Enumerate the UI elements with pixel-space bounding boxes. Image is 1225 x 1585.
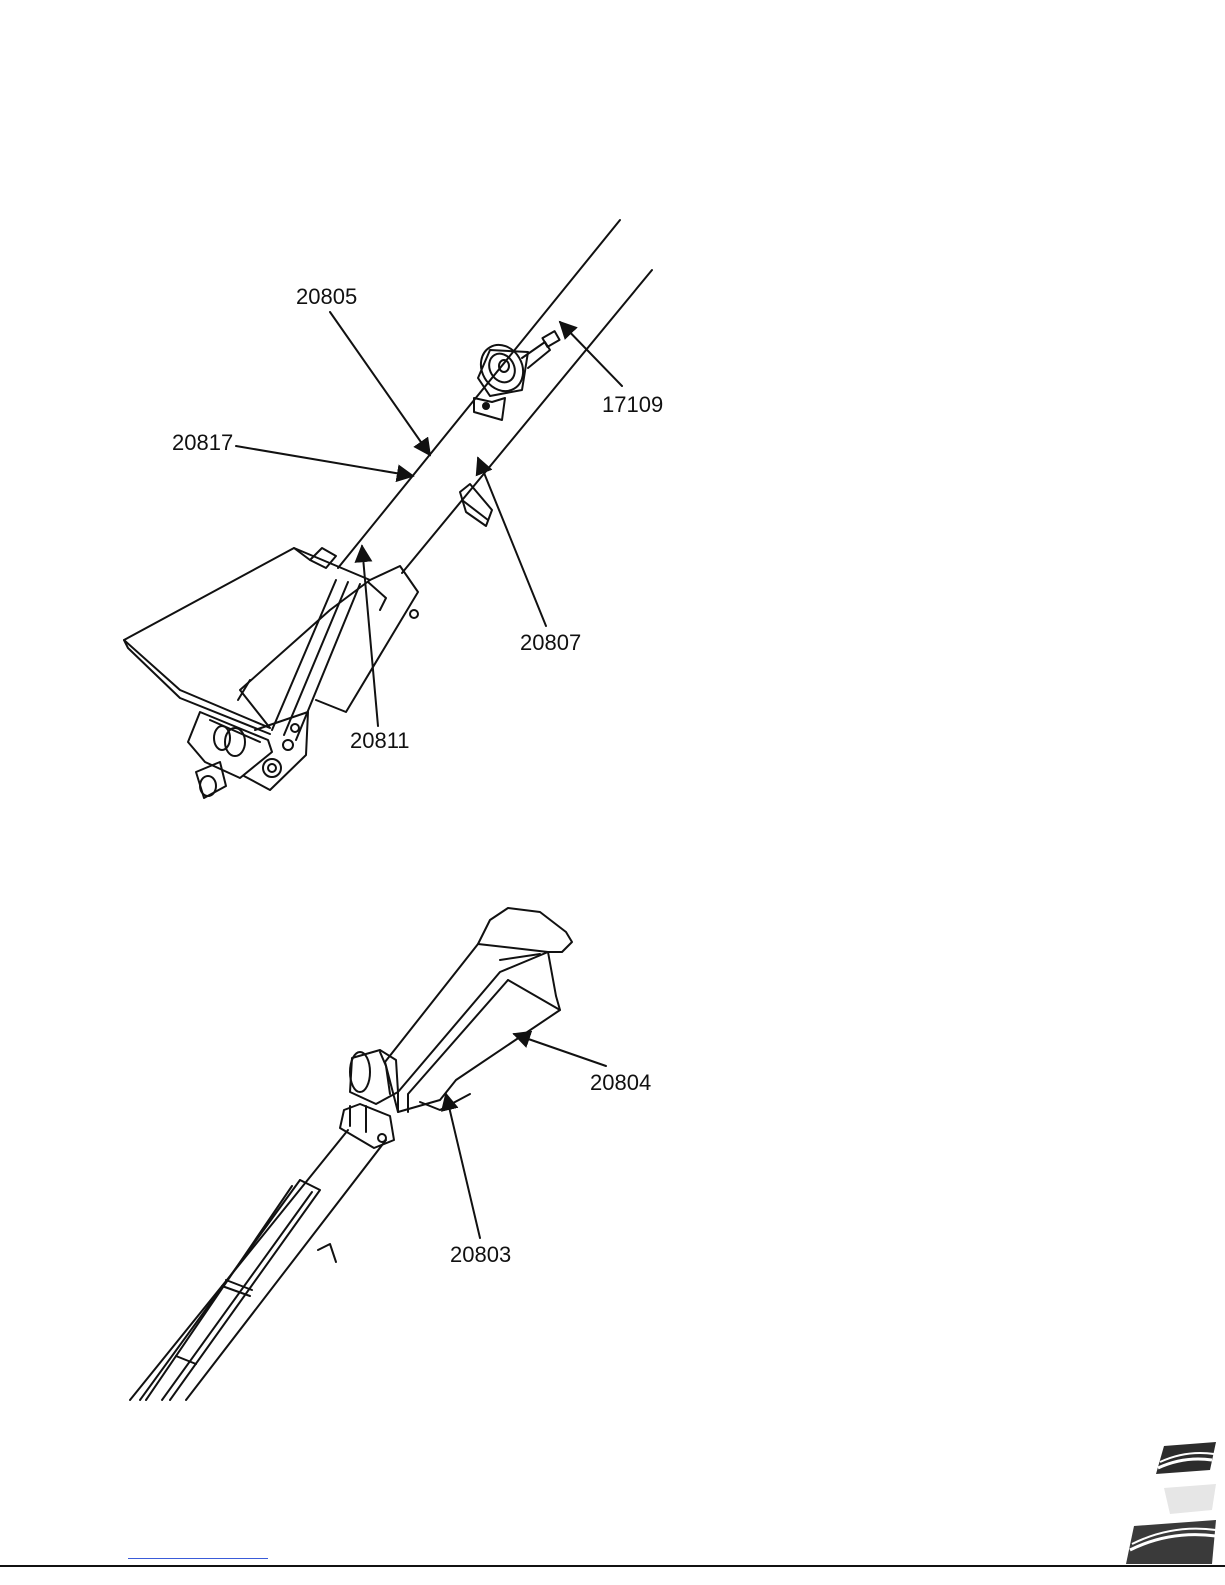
discharge-spout (385, 908, 572, 1112)
callout-20803: 20803 (450, 1244, 511, 1266)
head-drive (340, 1050, 398, 1148)
tube-bracket (460, 484, 492, 526)
callout-20811: 20811 (350, 730, 410, 752)
leader-lines-bottom (446, 1034, 606, 1238)
ladder (140, 1180, 320, 1400)
company-logo-icon (1120, 1440, 1220, 1565)
callout-17109: 17109 (602, 394, 663, 416)
callout-20807: 20807 (520, 632, 581, 654)
footer-link-underline[interactable] (128, 1558, 268, 1559)
footer-rule (0, 1565, 1225, 1567)
winch (473, 331, 560, 420)
callout-20817: 20817 (172, 432, 233, 454)
callout-20804: 20804 (590, 1072, 651, 1094)
callout-20805: 20805 (296, 286, 357, 308)
leader-lines-top (236, 312, 622, 726)
